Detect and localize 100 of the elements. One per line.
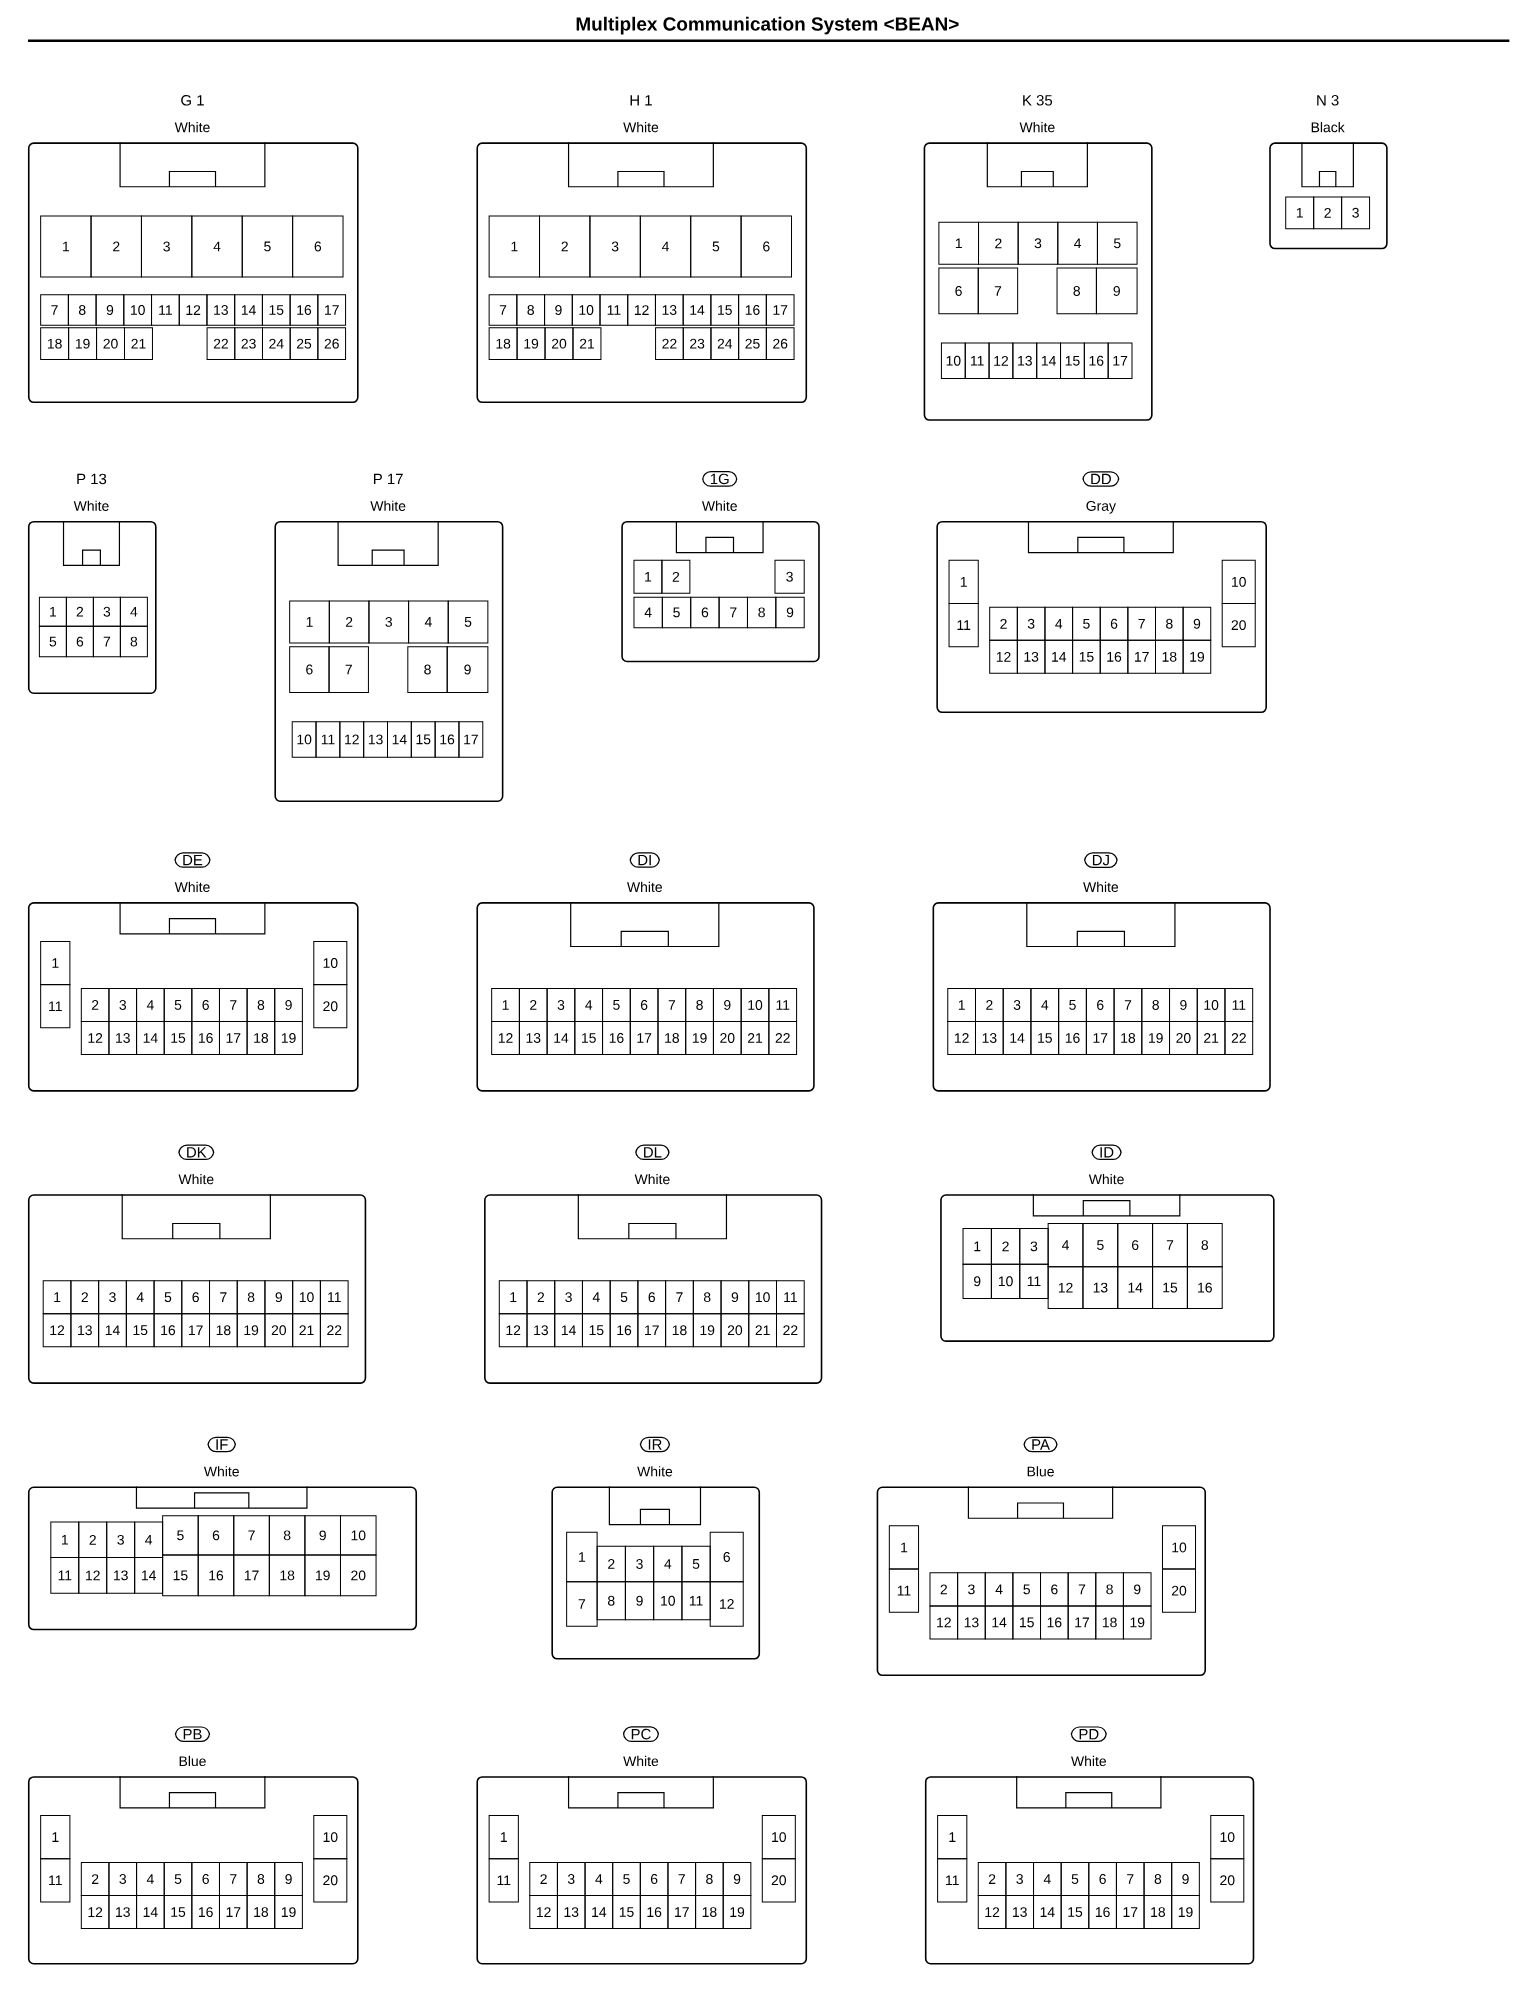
- pin-cell: 19: [685, 1021, 714, 1055]
- pin-cell: 19: [304, 1554, 341, 1597]
- connector-name: PA: [1023, 1436, 1058, 1453]
- pin-cell: 16: [1186, 1266, 1223, 1310]
- pin-cell: 3: [106, 1521, 136, 1559]
- pin-cell: 15: [1060, 1895, 1090, 1930]
- pin-cell: 13: [526, 1313, 556, 1348]
- pin-cell: 11: [151, 294, 180, 326]
- pin-cell: 1: [566, 1531, 598, 1583]
- pin-cell: 21: [740, 1021, 770, 1055]
- connector-name: DK: [178, 1144, 215, 1160]
- wire-color: White: [1088, 1174, 1124, 1185]
- pin-cell: 20: [313, 984, 348, 1029]
- pin-cell: 6: [289, 646, 330, 693]
- pin-cell: 12: [947, 1021, 976, 1055]
- pin-cell: 3: [556, 1862, 586, 1897]
- pin-cell: 12: [498, 1313, 528, 1348]
- pin-cell: 17: [1067, 1605, 1097, 1640]
- pin-cell: 1: [1285, 196, 1315, 230]
- pin-cell: 12: [178, 294, 208, 326]
- pin-cell: 7: [488, 294, 518, 326]
- pin-cell: 17: [637, 1313, 667, 1348]
- pin-cell: 3: [1341, 196, 1371, 230]
- pin-cell: 17: [765, 294, 795, 326]
- pin-cell: 7: [1127, 606, 1156, 641]
- connector-name: PD: [1070, 1726, 1107, 1742]
- pin-cell: 11: [776, 1280, 805, 1315]
- pin-cell: 9: [962, 1263, 992, 1299]
- pin-cell: 6: [629, 987, 659, 1022]
- pin-cell: 6: [181, 1280, 210, 1315]
- pin-cell: 4: [1033, 1862, 1062, 1897]
- wire-color: White: [73, 500, 109, 511]
- pin-cell: 4: [125, 1280, 155, 1315]
- pin-cell: 1: [488, 215, 541, 278]
- pin-cell: 16: [639, 1895, 669, 1930]
- pin-cell: 20: [1210, 1858, 1245, 1903]
- pin-cell: 25: [738, 327, 767, 361]
- pin-cell: 7: [977, 267, 1019, 315]
- pin-cell: 17: [1085, 1021, 1115, 1055]
- pin-cell: 9: [1171, 1862, 1200, 1897]
- pin-cell: 19: [1182, 639, 1212, 674]
- pin-cell: 14: [1117, 1266, 1154, 1310]
- wire-color: White: [174, 881, 210, 892]
- pin-cell: 13: [106, 1557, 136, 1594]
- pin-cell: 10: [1221, 559, 1256, 604]
- pin-cell: 6: [639, 1862, 669, 1897]
- pin-cell: 20: [544, 327, 574, 361]
- pin-cell: 9: [720, 1280, 750, 1315]
- pin-cell: 5: [1072, 606, 1101, 641]
- pin-cell: 5: [1082, 1223, 1119, 1268]
- pin-cell: 2: [65, 596, 94, 627]
- pin-cell: 14: [1002, 1021, 1032, 1055]
- pin-cell: 15: [125, 1313, 155, 1348]
- wire-color: White: [174, 122, 210, 133]
- connector-name: PC: [622, 1726, 659, 1743]
- pin-cell: 2: [978, 221, 1019, 265]
- connector-name: P 17: [374, 473, 403, 485]
- pin-cell: 3: [140, 215, 193, 278]
- pin-cell: 11: [964, 342, 990, 380]
- pin-cell: 1: [947, 987, 976, 1022]
- pin-cell: 14: [546, 1021, 576, 1055]
- pin-cell: 13: [363, 721, 388, 758]
- pin-cell: 3: [774, 559, 805, 594]
- pin-cell: 5: [163, 1862, 193, 1897]
- pin-cell: 13: [206, 294, 236, 326]
- pin-cell: 9: [274, 1862, 303, 1897]
- pin-cell: 20: [712, 1021, 742, 1055]
- pin-cell: 11: [599, 294, 629, 326]
- pin-cell: 9: [446, 646, 489, 693]
- pin-cell: 16: [609, 1313, 639, 1348]
- pin-cell: 12: [989, 639, 1018, 674]
- pin-cell: 11: [1224, 987, 1254, 1022]
- pin-cell: 12: [42, 1313, 72, 1348]
- pin-cell: 8: [695, 1862, 724, 1897]
- pin-cell: 11: [937, 1858, 968, 1903]
- pin-cell: 15: [261, 294, 291, 326]
- pin-cell: 15: [1060, 342, 1085, 380]
- pin-cell: 14: [984, 1605, 1014, 1640]
- pin-cell: 15: [1072, 639, 1101, 674]
- pin-cell: 8: [1095, 1572, 1124, 1607]
- pin-cell: 3: [108, 1862, 138, 1897]
- pin-cell: 8: [1056, 267, 1097, 315]
- pin-cell: 15: [710, 294, 740, 326]
- pin-cell: 8: [1143, 1862, 1173, 1897]
- pin-cell: 16: [1040, 1605, 1069, 1640]
- pin-cell: 19: [274, 1021, 303, 1055]
- pin-cell: 18: [1095, 1605, 1124, 1640]
- pin-cell: 16: [1058, 1021, 1087, 1055]
- wire-color: Blue: [1027, 1466, 1054, 1477]
- pin-cell: 8: [246, 987, 276, 1022]
- pin-cell: 22: [1224, 1021, 1254, 1055]
- connector-name: IR: [639, 1436, 670, 1453]
- pin-cell: 16: [191, 1021, 220, 1055]
- pin-cell: 11: [40, 984, 71, 1029]
- pin-cell: 6: [1117, 1223, 1154, 1268]
- wire-color: White: [634, 1174, 670, 1185]
- pin-cell: 2: [529, 1862, 558, 1897]
- pin-cell: 7: [92, 625, 121, 658]
- connector-name: ID: [1091, 1144, 1122, 1160]
- pin-cell: 21: [572, 327, 602, 361]
